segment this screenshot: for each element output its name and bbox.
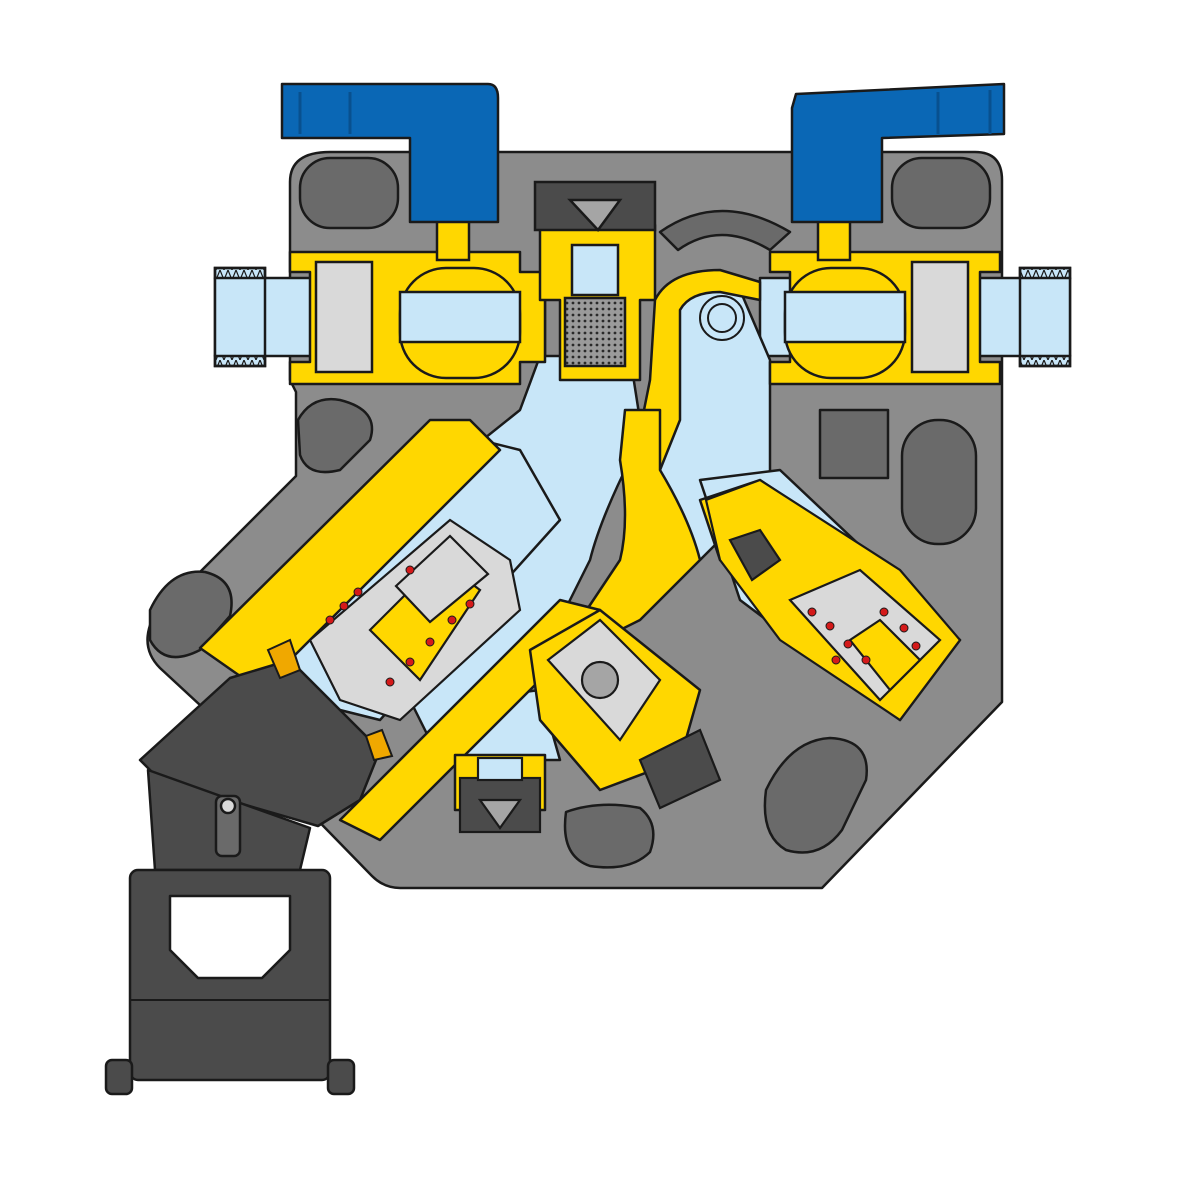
drain-funnel-window [168, 894, 292, 980]
pocket-left [296, 397, 374, 474]
riser-plug [699, 295, 745, 341]
relief-valve-stem [848, 618, 922, 692]
pocket-bottom [563, 803, 655, 869]
right-union-nut [910, 260, 970, 374]
left-union-nut [314, 260, 374, 374]
left-cartridge-bellows [394, 534, 490, 624]
pipe-fittings [213, 260, 1072, 374]
strainer-mesh-icon [563, 296, 627, 368]
left-cartridge-spring-dots [325, 565, 475, 687]
left-ball-valve-handle-icon [280, 82, 500, 224]
pressure-reducing-cartridge-icon [308, 518, 522, 722]
right-threaded-outlet-icon [1018, 266, 1072, 368]
strainer [533, 180, 657, 368]
strainer-guide [570, 243, 620, 297]
drain-funnel-icon [104, 658, 382, 1096]
housing-arch [658, 209, 792, 252]
pocket-top-left [298, 156, 400, 230]
pocket-lower-right [763, 736, 868, 854]
check-valve-cartridge-icon [546, 618, 722, 810]
accent-pieces [266, 295, 745, 762]
relief-valve-seal [728, 528, 782, 582]
pocket-right-oval [900, 418, 978, 546]
pocket-square [818, 408, 890, 480]
pocket-top-right [890, 156, 992, 230]
drain-funnel-cone [138, 658, 382, 828]
right-ball-valve-handle-icon [790, 82, 1006, 224]
relief-valve [704, 478, 962, 722]
relief-spring-dots [807, 607, 921, 665]
left-threaded-inlet-icon [213, 266, 267, 368]
test-port-plug-icon [458, 756, 542, 834]
valve-handles [280, 82, 1006, 224]
lower-gold-lug [364, 728, 394, 762]
check-valve-cap [638, 728, 722, 810]
brass-wall-riser [638, 268, 762, 472]
left-gold-lug [266, 638, 302, 680]
drain-funnel-pin-left [104, 1058, 134, 1096]
drain-funnel-pin-right [326, 1058, 356, 1096]
